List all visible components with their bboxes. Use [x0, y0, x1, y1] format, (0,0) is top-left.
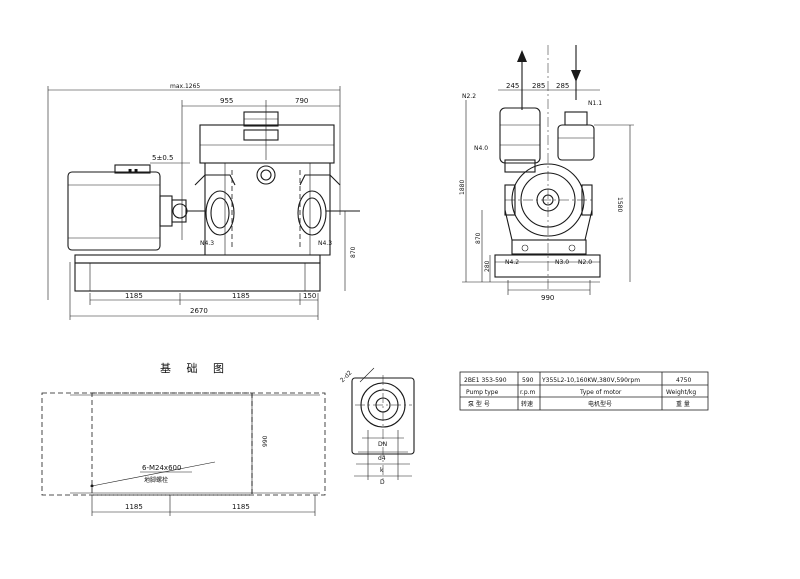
end-label-left-mid: N4.0 — [474, 145, 488, 152]
dim-end-top-mid: 285 — [532, 82, 545, 90]
end-label-top-right: N1.1 — [588, 100, 602, 107]
pump-top-casing — [199, 124, 335, 164]
cn-header-motor: 电机型号 — [588, 400, 612, 408]
cn-header-weight: 重 量 — [676, 400, 690, 408]
end-base — [494, 254, 601, 278]
end-label-bottom-mid: N3.0 — [555, 259, 569, 266]
separator-right — [557, 124, 595, 161]
dim-end-top-right: 285 — [556, 82, 569, 90]
dim-end-base-height: 280 — [484, 260, 491, 272]
bolt-label-dn: DN — [378, 441, 387, 448]
header-motor: Type of motor — [579, 389, 622, 396]
pump-body — [204, 162, 331, 256]
dim-max-length: max.1265 — [170, 83, 200, 90]
dim-left-span: 955 — [220, 97, 233, 105]
dim-height: 870 — [350, 246, 357, 258]
spec-model: 2BE1 353-590 — [464, 377, 507, 384]
header-rpm: r.p.m — [520, 389, 536, 396]
foundation-outline — [41, 392, 326, 496]
dim-end-mid-height: 870 — [475, 232, 482, 244]
bolt-top-label: 2-d2 — [339, 369, 354, 384]
dim-overall: 2670 — [190, 307, 208, 315]
header-weight: Weight/kg — [666, 389, 696, 396]
bolt-detail: 2-d2 DN d4 k D — [339, 367, 415, 486]
inlet-arrow-icon — [571, 70, 581, 82]
dim-shaft-offset: 5±0.5 — [152, 154, 173, 162]
bolt-note: 6-M24x600 — [142, 464, 181, 472]
bolt-caption: 地脚螺栓 — [144, 476, 168, 484]
base-frame — [74, 262, 321, 292]
outlet-arrow-icon — [517, 50, 527, 62]
foundation-plan: 基 础 图 990 6-M24x600 地脚螺栓 1185 1185 — [41, 362, 326, 516]
dim-base-left: 1185 — [125, 292, 143, 300]
dim-end-top-left: 245 — [506, 82, 519, 90]
motor-terminal-box — [114, 164, 151, 174]
bolt-label-d4: d4 — [378, 455, 386, 462]
header-pump-type: Pump type — [466, 389, 499, 396]
foundation-title: 基 础 图 — [160, 362, 230, 375]
svg-text:▪ ▪: ▪ ▪ — [128, 167, 138, 174]
dim-foundation-right: 1185 — [232, 503, 250, 511]
dim-base-mid: 1185 — [232, 292, 250, 300]
cn-header-rpm: 转速 — [521, 400, 533, 408]
dim-base-right: 150 — [303, 292, 316, 300]
cn-header-pump-type: 泵 型 号 — [468, 400, 490, 408]
spec-weight: 4750 — [676, 377, 691, 384]
base-frame-top — [74, 254, 321, 264]
port-left-label: N4.3 — [200, 240, 214, 247]
separator-left — [499, 107, 541, 164]
end-view: 245 285 285 N2.2 N1.1 N4.0 N4.2 N3.0 N2. — [459, 45, 634, 302]
dim-right-span: 790 — [295, 97, 308, 105]
port-right-label: N4.3 — [318, 240, 332, 247]
dim-foundation-left: 1185 — [125, 503, 143, 511]
spec-table: 2BE1 353-590 590 Y355L2-10,160KW,380V,59… — [459, 371, 709, 411]
dim-end-right-height: 1580 — [616, 197, 623, 212]
dim-end-base-width: 990 — [541, 294, 554, 302]
bolt-label-k: k — [380, 467, 384, 474]
spec-rpm: 590 — [522, 377, 534, 384]
bolt-label-d: D — [380, 479, 385, 486]
dim-end-height: 1880 — [459, 180, 466, 195]
dim-foundation-width: 990 — [262, 435, 269, 447]
end-label-bottom-right: N2.0 — [578, 259, 592, 266]
end-label-bottom-left: N4.2 — [505, 259, 519, 266]
end-label-top-left: N2.2 — [462, 93, 476, 100]
spec-motor: Y355L2-10,160KW,380V,590rpm — [541, 377, 640, 384]
side-view: max.1265 955 790 5±0.5 ▪ ▪ — [47, 83, 360, 320]
